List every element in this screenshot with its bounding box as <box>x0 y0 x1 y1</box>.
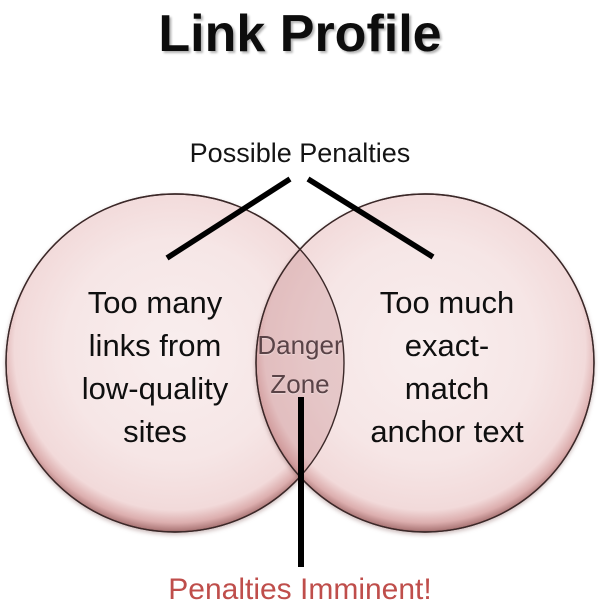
leader-line-left <box>165 176 292 261</box>
right-circle-line-1: Too much <box>379 285 515 320</box>
left-circle-line-3: low-quality <box>81 371 229 406</box>
penalties-imminent-label: Penalties Imminent! <box>168 573 432 606</box>
left-circle-label: Too many links from low-quality sites <box>40 281 270 453</box>
right-circle-line-4: anchor text <box>370 414 524 449</box>
possible-penalties-label: Possible Penalties <box>189 138 411 168</box>
right-circle-line-3: match <box>404 371 490 406</box>
left-circle-line-4: sites <box>123 414 187 449</box>
right-circle-line-2: exact- <box>404 328 490 363</box>
left-circle-line-1: Too many <box>87 285 223 320</box>
right-circle-label: Too much exact- match anchor text <box>332 281 562 453</box>
page-title: Link Profile <box>158 5 442 63</box>
danger-zone-line-1: Danger <box>257 330 343 360</box>
danger-zone-line-2: Zone <box>270 369 330 399</box>
leader-line-right <box>306 176 435 260</box>
right-circle-outline <box>255 193 595 533</box>
left-circle-outline <box>5 193 345 533</box>
left-circle-line-2: links from <box>88 328 222 363</box>
danger-zone-label: Danger Zone <box>240 326 360 404</box>
